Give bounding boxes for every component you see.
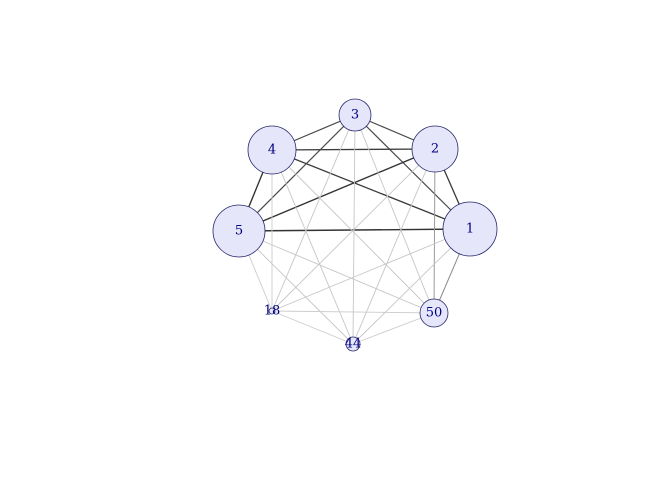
graph-edge-1-4	[271, 149, 471, 230]
graph-edge-2-50	[433, 148, 436, 314]
node-circle-50	[419, 298, 449, 328]
edge-layer	[238, 114, 471, 345]
node-circle-1	[442, 201, 498, 257]
node-circle-3	[338, 98, 372, 132]
graph-edge-3-5	[238, 114, 356, 232]
graph-edge-1-18	[271, 228, 471, 312]
node-circle-18	[268, 307, 276, 315]
node-circle-4	[247, 125, 297, 175]
graph-edge-18-44	[271, 310, 354, 345]
graph-edge-3-50	[354, 114, 435, 314]
graph-edge-5-44	[238, 230, 354, 345]
graph-edge-5-50	[238, 230, 435, 314]
graph-node-2: 2	[411, 125, 459, 173]
graph-node-4: 4	[247, 125, 297, 175]
graph-edge-3-44	[352, 114, 356, 345]
graph-edge-2-4	[271, 148, 436, 151]
graph-node-50: 50	[419, 298, 449, 328]
graph-edge-2-44	[352, 148, 436, 345]
graph-edge-1-5	[238, 228, 471, 232]
graph-node-5: 5	[212, 204, 266, 258]
node-circle-5	[212, 204, 266, 258]
graph-edge-4-44	[271, 149, 354, 345]
graph-edge-2-18	[271, 148, 436, 312]
graph-edge-44-50	[352, 312, 435, 345]
node-circle-44	[345, 336, 361, 352]
graph-node-1: 1	[442, 201, 498, 257]
node-circle-2	[411, 125, 459, 173]
graph-edge-4-50	[271, 149, 435, 314]
graph-edge-18-50	[271, 310, 435, 314]
graph-node-3: 3	[338, 98, 372, 132]
graph-edge-3-18	[271, 114, 356, 312]
